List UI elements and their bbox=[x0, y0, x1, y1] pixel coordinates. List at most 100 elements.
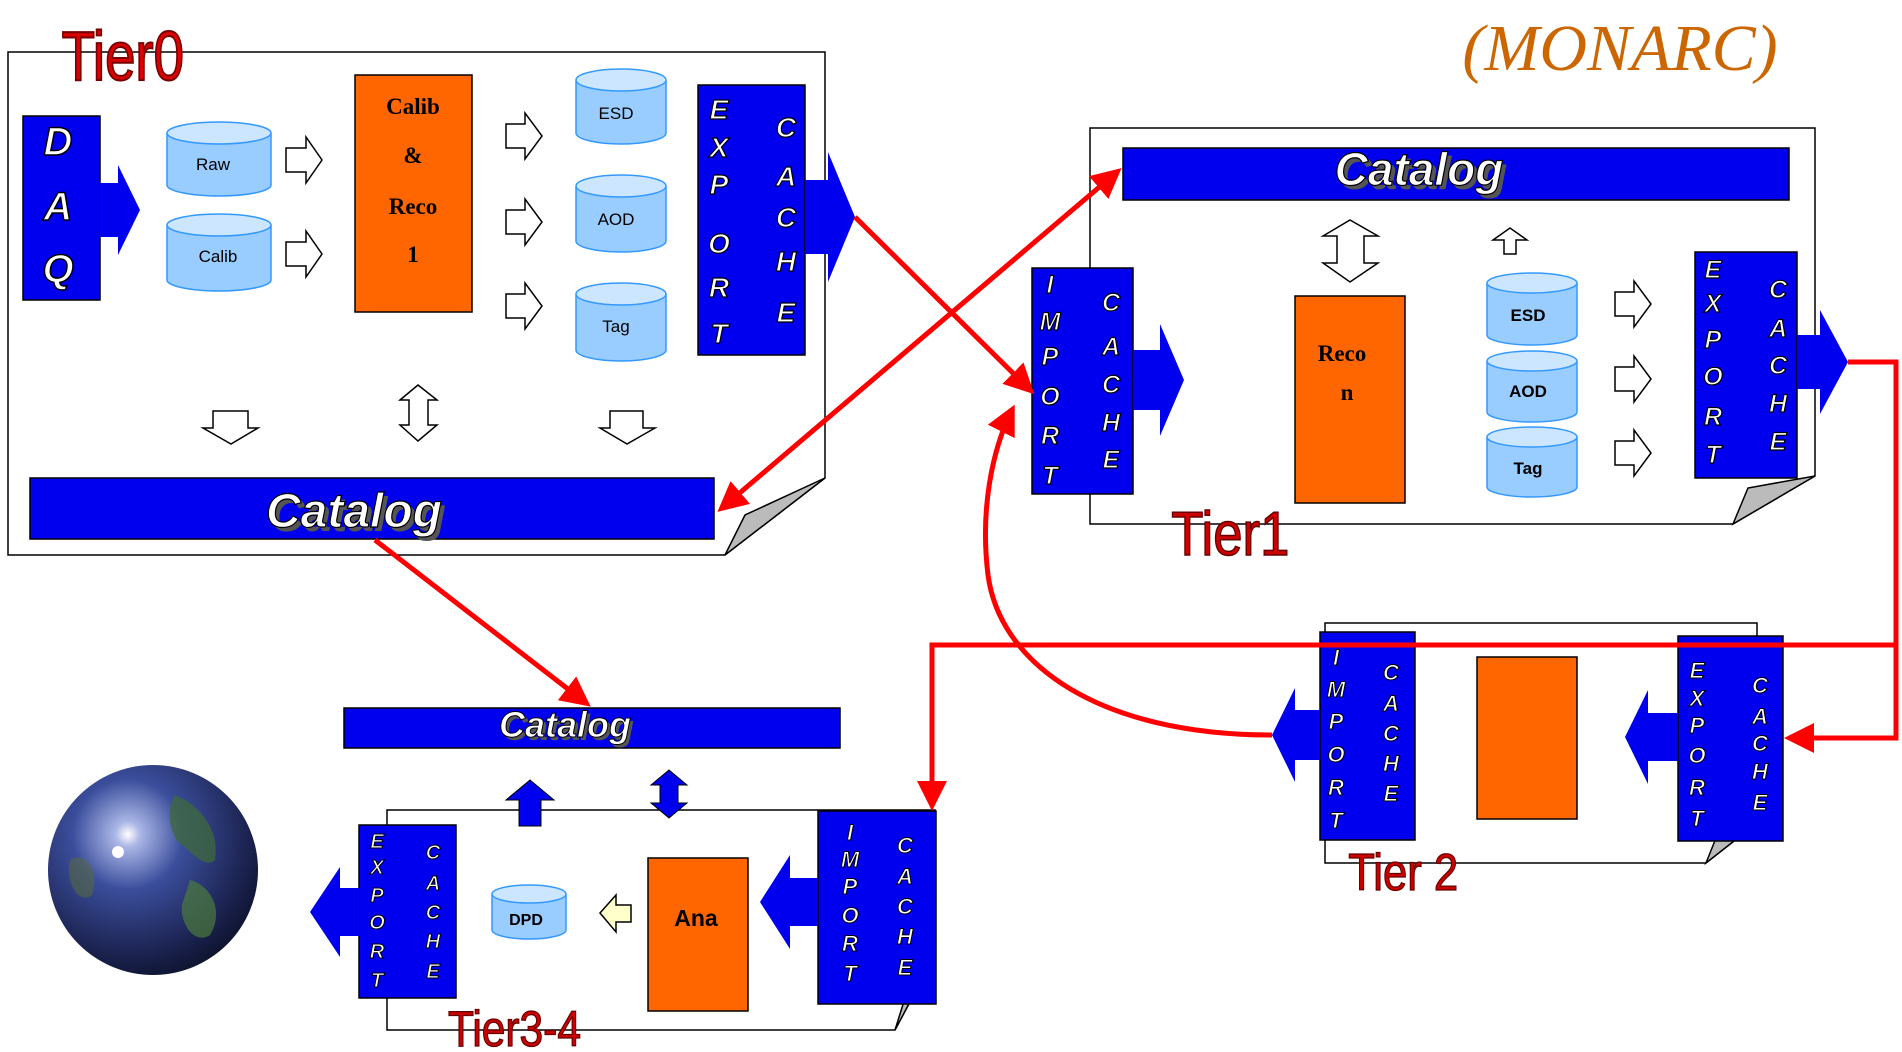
tier2-import-arrow bbox=[1272, 688, 1320, 782]
tier1-recon-line2: n bbox=[1341, 380, 1354, 405]
tier1-esd-label: ESD bbox=[1511, 306, 1546, 325]
t34-export-r: R bbox=[370, 941, 385, 963]
t2-export-x: X bbox=[1688, 686, 1706, 711]
tier1-title: Tier1 bbox=[1171, 500, 1289, 569]
t34-cache-h: H bbox=[426, 931, 441, 953]
t2-ecache-e: E bbox=[1753, 790, 1769, 815]
t2-cache-c2: C bbox=[1383, 721, 1400, 746]
t34-export-p: P bbox=[370, 885, 384, 907]
t1-ecache-h: H bbox=[1769, 390, 1788, 418]
t1-cache-e: E bbox=[1103, 446, 1121, 474]
tier34-catalog-label: Catalog bbox=[499, 704, 631, 745]
t2-cache-e: E bbox=[1384, 781, 1400, 806]
t34-icache-a: A bbox=[896, 864, 913, 889]
t34-icache-h: H bbox=[897, 924, 914, 949]
t2-export-r: R bbox=[1689, 775, 1705, 800]
tier0-aod-label: AOD bbox=[598, 210, 635, 229]
t2-export-p: P bbox=[1690, 713, 1705, 738]
t0-export-o: O bbox=[708, 228, 730, 259]
esd-cylinder: ESD bbox=[576, 69, 666, 144]
tier34-import-cache-box bbox=[818, 811, 936, 1004]
t2-import-i: I bbox=[1333, 645, 1340, 670]
t2-import-t: T bbox=[1329, 808, 1344, 833]
t1-ecache-c2: C bbox=[1769, 352, 1788, 380]
t2-cache-h: H bbox=[1383, 751, 1400, 776]
t34-export-e: E bbox=[370, 831, 384, 853]
t1-cache-h: H bbox=[1102, 409, 1121, 437]
t1-import-r: R bbox=[1041, 422, 1059, 450]
calib-reco-line3: Reco bbox=[389, 194, 438, 219]
t34-import-m: M bbox=[841, 847, 860, 872]
t1-import-o: O bbox=[1040, 383, 1060, 411]
raw-cylinder: Raw bbox=[167, 122, 271, 196]
t1-ecache-a: A bbox=[1768, 315, 1787, 343]
t1-export-o: O bbox=[1703, 363, 1723, 391]
calib-reco-line2: & bbox=[403, 143, 422, 168]
t34-export-x: X bbox=[369, 857, 385, 879]
calib-reco-line4: 1 bbox=[407, 242, 419, 267]
raw-label: Raw bbox=[196, 155, 231, 174]
t34-cache-a: A bbox=[425, 873, 440, 895]
tier1-esd-cylinder: ESD bbox=[1487, 273, 1577, 345]
tier2-group: I M P O R T C A C H E E X P O R T C A C bbox=[1272, 623, 1783, 902]
tier34-title: Tier3-4 bbox=[448, 1001, 581, 1052]
tier34-export-arrow bbox=[310, 867, 359, 957]
t0-export-t: T bbox=[710, 318, 730, 349]
t34-icache-c2: C bbox=[897, 894, 914, 919]
t34-import-r: R bbox=[842, 931, 858, 956]
tier0-catalog-label: Catalog bbox=[266, 485, 442, 538]
t34-cache-c2: C bbox=[426, 902, 441, 924]
t2-import-r: R bbox=[1328, 775, 1344, 800]
t0-export-p: P bbox=[710, 169, 729, 200]
t34-import-p: P bbox=[843, 874, 858, 899]
t34-icache-e: E bbox=[898, 955, 914, 980]
t1-ecache-c1: C bbox=[1769, 276, 1788, 304]
tier2-export-cache-word: C A C H E bbox=[1751, 673, 1769, 815]
t0-export-r: R bbox=[709, 272, 730, 303]
tier0-esd-label: ESD bbox=[599, 104, 634, 123]
daq-letter-d: D bbox=[44, 120, 73, 164]
tier34-ana-label: Ana bbox=[674, 905, 718, 931]
t1-cache-a: A bbox=[1101, 333, 1120, 361]
t0-cache-h: H bbox=[776, 246, 797, 277]
daq-letter-a: A bbox=[43, 185, 73, 229]
t2-ecache-c2: C bbox=[1752, 731, 1769, 756]
globe-image bbox=[48, 765, 258, 975]
t34-export-o: O bbox=[369, 912, 385, 934]
globe-glare bbox=[112, 846, 124, 858]
t1-import-i: I bbox=[1047, 271, 1055, 299]
t1-export-x: X bbox=[1703, 290, 1723, 318]
t34-cache-c1: C bbox=[426, 842, 441, 864]
t2-cache-c1: C bbox=[1383, 660, 1400, 685]
link-tier0-export-to-tier1-import bbox=[855, 217, 1030, 390]
tier34-dpd-cylinder: DPD bbox=[492, 885, 566, 939]
t1-import-p: P bbox=[1042, 343, 1059, 371]
tier34-ana-box bbox=[648, 858, 748, 1011]
t1-ecache-e: E bbox=[1770, 428, 1788, 456]
t2-export-e: E bbox=[1690, 658, 1706, 683]
tier0-tag-label: Tag bbox=[602, 317, 629, 336]
link-tier0-catalog-to-tier34-catalog bbox=[375, 540, 586, 703]
tier1-group: Catalog Catalog Tier1 I M P O R T C A C … bbox=[1032, 128, 1848, 569]
tier1-import-cache-word: C A C H E bbox=[1101, 289, 1121, 474]
tier1-catalog-label: Catalog bbox=[1335, 143, 1504, 195]
t1-import-m: M bbox=[1040, 308, 1062, 336]
tier34-export-cache-word: C A C H E bbox=[425, 842, 441, 983]
tier2-title: Tier 2 bbox=[1348, 845, 1458, 902]
t1-export-p: P bbox=[1705, 326, 1722, 354]
t34-import-o: O bbox=[841, 903, 858, 928]
t2-export-o: O bbox=[1688, 743, 1705, 768]
t0-cache-a: A bbox=[775, 161, 796, 192]
calib-cylinder: Calib bbox=[167, 214, 271, 291]
t0-cache-e: E bbox=[777, 297, 797, 328]
tag-cylinder: Tag bbox=[576, 283, 666, 361]
t2-cache-a: A bbox=[1382, 691, 1399, 716]
t0-cache-c2: C bbox=[776, 202, 797, 233]
aod-cylinder: AOD bbox=[576, 175, 666, 252]
t2-import-o: O bbox=[1327, 742, 1344, 767]
calib-reco-line1: Calib bbox=[386, 94, 440, 119]
t2-export-t: T bbox=[1690, 806, 1705, 831]
tier34-group: Catalog Catalog E X P O R T C A C H E DP… bbox=[310, 704, 936, 1052]
calib-label: Calib bbox=[199, 247, 238, 266]
